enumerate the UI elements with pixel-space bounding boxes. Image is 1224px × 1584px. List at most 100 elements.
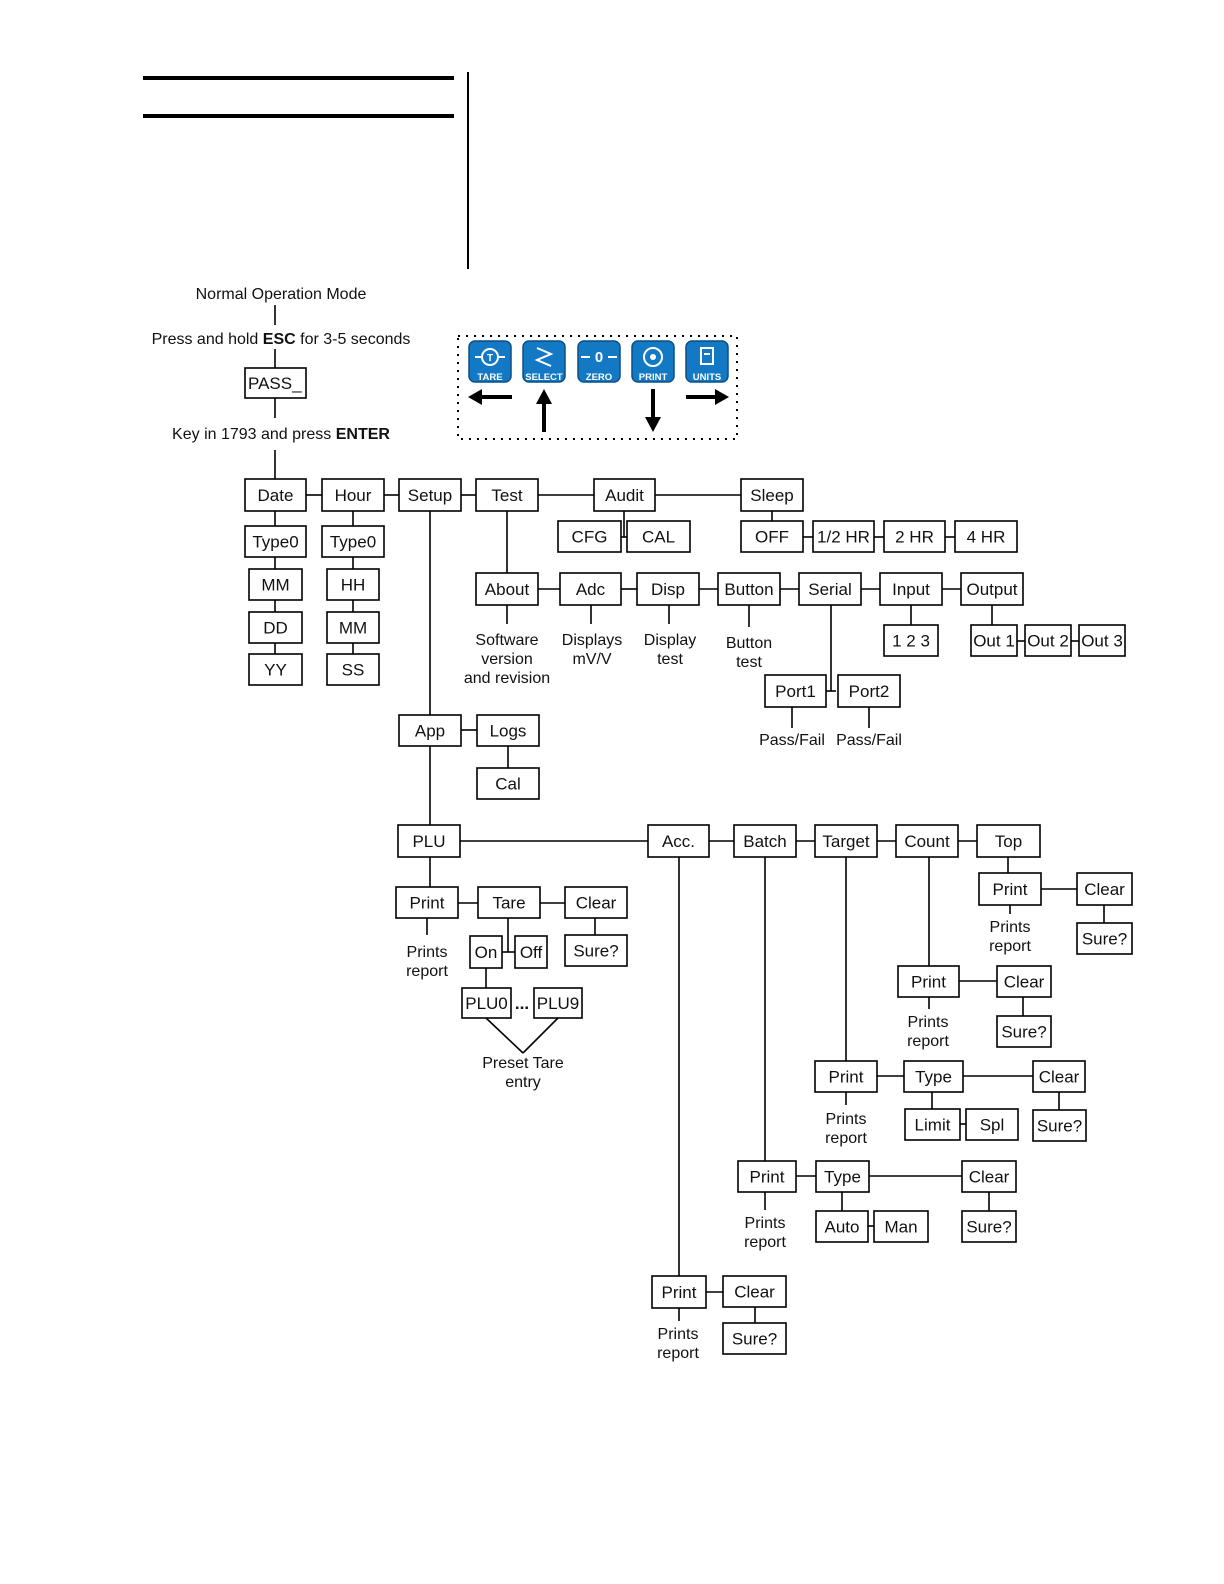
svg-text:Clear: Clear — [1084, 880, 1125, 899]
svg-text:0: 0 — [595, 349, 603, 366]
svg-text:4 HR: 4 HR — [967, 528, 1006, 547]
select-icon — [534, 347, 554, 367]
arrow-right-icon — [686, 389, 729, 405]
sleep-box: Sleep — [740, 478, 804, 512]
svg-text:Clear: Clear — [1004, 973, 1045, 992]
svg-text:Input: Input — [892, 580, 930, 599]
svg-text:1 2 3: 1 2 3 — [892, 632, 930, 651]
target-type-box: Type — [903, 1060, 964, 1093]
svg-text:TARE: TARE — [477, 372, 502, 383]
svg-text:About: About — [485, 580, 530, 599]
svg-text:Print: Print — [750, 1168, 785, 1187]
svg-text:Adc: Adc — [576, 580, 606, 599]
about-box: About — [475, 572, 539, 606]
sleep-2hr-box: 2 HR — [883, 520, 946, 553]
date-mm-box: MM — [248, 568, 303, 601]
svg-text:T: T — [487, 353, 493, 364]
hour-mm-box: MM — [326, 611, 380, 644]
svg-text:UNITS: UNITS — [693, 372, 722, 383]
adc-box: Adc — [559, 572, 622, 606]
count-box: Count — [895, 824, 959, 858]
svg-text:Test: Test — [491, 486, 522, 505]
svg-text:Date: Date — [258, 486, 294, 505]
svg-text:Sure?: Sure? — [1082, 930, 1127, 949]
button-box: Button — [717, 572, 781, 606]
disp-box: Disp — [636, 572, 700, 606]
svg-text:Type0: Type0 — [252, 533, 298, 552]
port1-box: Port1 — [764, 674, 827, 708]
svg-text:Audit: Audit — [605, 486, 644, 505]
audit-cal-box: CAL — [626, 520, 691, 553]
out2-box: Out 2 — [1024, 624, 1072, 657]
hour-type-box: Type0 — [321, 525, 385, 558]
plu-off-box: Off — [514, 935, 548, 969]
target-spl-box: Spl — [965, 1108, 1019, 1141]
arrow-up-icon — [536, 389, 552, 432]
top-box: Top — [976, 824, 1041, 858]
audit-cfg-box: CFG — [557, 520, 622, 553]
port2-pass-fail: Pass/Fail — [836, 732, 902, 749]
plu-ellipsis: ... — [515, 994, 529, 1013]
plu-tare-box: Tare — [477, 886, 541, 919]
svg-text:SELECT: SELECT — [525, 372, 563, 383]
sleep-4hr-box: 4 HR — [954, 520, 1018, 553]
units-icon — [700, 347, 714, 365]
svg-text:Hour: Hour — [335, 486, 372, 505]
tare-icon: T — [475, 348, 505, 366]
batch-auto-box: Auto — [815, 1210, 869, 1243]
test-box: Test — [475, 478, 539, 512]
svg-text:Batch: Batch — [743, 832, 786, 851]
svg-text:Spl: Spl — [980, 1116, 1005, 1135]
batch-clear-box: Clear — [961, 1160, 1017, 1193]
acc-sure-box: Sure? — [722, 1322, 787, 1355]
batch-man-box: Man — [873, 1210, 929, 1243]
target-limit-box: Limit — [904, 1108, 961, 1141]
svg-text:2 HR: 2 HR — [895, 528, 934, 547]
svg-text:PLU0: PLU0 — [465, 994, 508, 1013]
svg-text:Out 1: Out 1 — [973, 632, 1015, 651]
units-key[interactable]: UNITS — [685, 340, 729, 383]
serial-box: Serial — [798, 572, 862, 606]
svg-text:OFF: OFF — [755, 528, 789, 547]
svg-text:Type: Type — [915, 1068, 952, 1087]
tare-key[interactable]: T TARE — [468, 340, 512, 383]
plu9-box: PLU9 — [533, 987, 583, 1019]
app-box: App — [398, 714, 462, 747]
svg-text:Logs: Logs — [490, 722, 527, 741]
count-sure-box: Sure? — [996, 1015, 1052, 1048]
arrow-left-icon — [468, 389, 512, 405]
svg-text:Print: Print — [662, 1283, 697, 1302]
svg-text:Port1: Port1 — [775, 682, 816, 701]
svg-text:Serial: Serial — [808, 580, 851, 599]
print-key[interactable]: PRINT — [631, 340, 675, 383]
logs-box: Logs — [476, 714, 540, 747]
svg-text:Count: Count — [904, 832, 950, 851]
svg-text:Type: Type — [824, 1168, 861, 1187]
svg-text:PASS_: PASS_ — [248, 374, 302, 393]
svg-text:Limit: Limit — [915, 1116, 951, 1135]
svg-text:Auto: Auto — [825, 1218, 860, 1237]
print-icon — [643, 347, 663, 367]
svg-text:Sure?: Sure? — [732, 1330, 777, 1349]
date-yy-box: YY — [248, 653, 303, 686]
output-box: Output — [960, 572, 1024, 606]
svg-text:Clear: Clear — [969, 1168, 1010, 1187]
plu-sure-box: Sure? — [564, 934, 628, 967]
svg-text:Print: Print — [410, 894, 445, 913]
zero-key[interactable]: 0 ZERO — [577, 340, 621, 383]
svg-text:ZERO: ZERO — [586, 372, 612, 383]
top-print-box: Print — [978, 872, 1042, 906]
svg-text:Cal: Cal — [495, 775, 521, 794]
svg-text:CFG: CFG — [572, 528, 608, 547]
select-key[interactable]: SELECT — [522, 340, 566, 383]
acc-print-box: Print — [651, 1275, 707, 1309]
keypad-panel: T TARE SELECT 0 ZERO PRINT — [457, 335, 738, 440]
svg-text:1/2 HR: 1/2 HR — [817, 528, 870, 547]
out3-box: Out 3 — [1078, 624, 1126, 657]
